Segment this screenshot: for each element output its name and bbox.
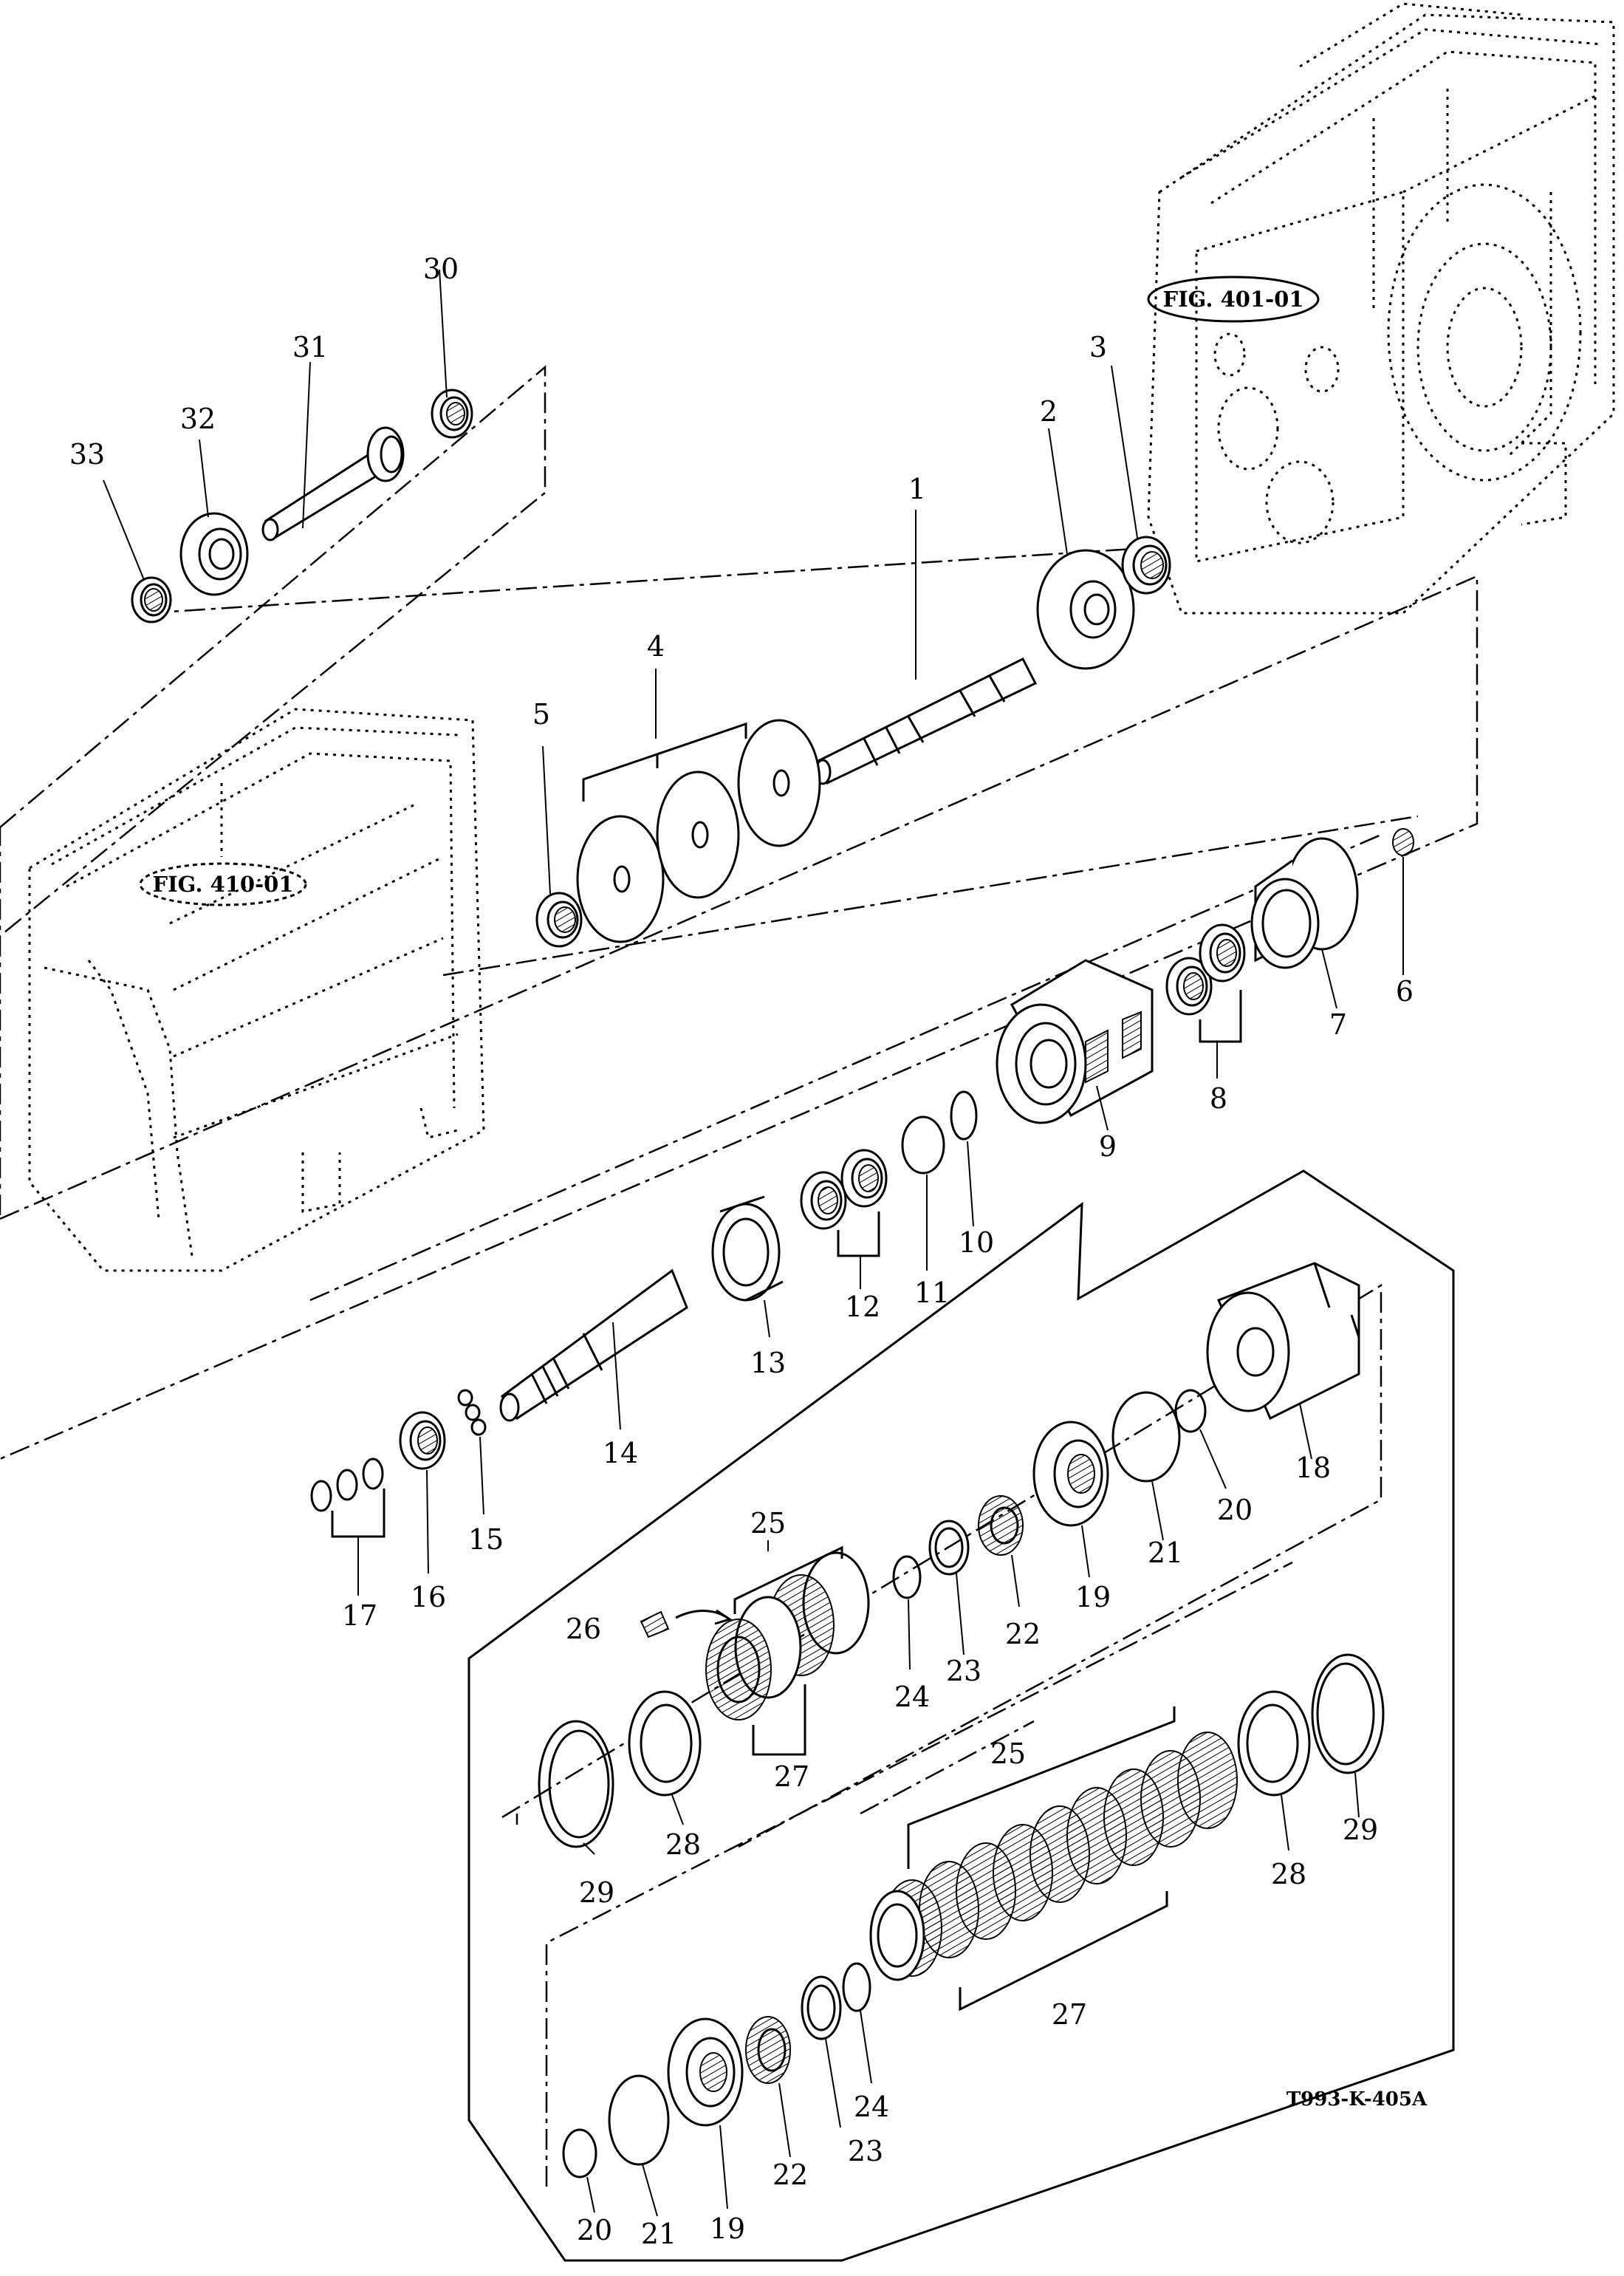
part-13-collar [711, 1195, 784, 1302]
part-30-seal [431, 389, 473, 439]
label-31: 31 [292, 331, 328, 363]
part-21-ring-lower [608, 2074, 670, 2166]
transmission-housing-upper [1147, 2, 1615, 615]
label-25a: 25 [750, 1507, 786, 1539]
part-28-plate-lower [1237, 1690, 1311, 1797]
label-23a: 23 [946, 1655, 981, 1687]
part-25-27-plates-lower [869, 1706, 1238, 2012]
label-22b: 22 [772, 2159, 808, 2191]
label-25b: 25 [990, 1737, 1026, 1770]
part-5-bearing [535, 892, 583, 948]
part-29-snap-lower [1311, 1653, 1385, 1774]
part-7-housing [1250, 837, 1359, 969]
label-6: 6 [1396, 975, 1414, 1008]
part-16-bearing [399, 1411, 446, 1470]
part-1-shaft [814, 657, 1038, 785]
label-30: 30 [423, 253, 459, 285]
part-29-snap-upper [538, 1720, 614, 1848]
part-9-clutch-drum [996, 959, 1154, 1124]
label-28b: 28 [1271, 1858, 1306, 1890]
label-20a: 20 [1217, 1494, 1253, 1526]
label-12: 12 [845, 1291, 880, 1323]
label-26: 26 [566, 1613, 601, 1645]
part-10-ring [950, 1090, 978, 1141]
ref-label-upper-housing: FIG. 401-01 [1147, 276, 1320, 323]
part-24-snap-lower [842, 1962, 871, 2012]
label-3: 3 [1089, 331, 1107, 363]
part-2-plate [1036, 549, 1135, 670]
label-14: 14 [603, 1437, 638, 1469]
part-12-bearings [800, 1149, 888, 1257]
label-21b: 21 [641, 2218, 676, 2250]
label-13: 13 [750, 1347, 786, 1379]
label-29a: 29 [579, 1876, 614, 1909]
label-22a: 22 [1005, 1618, 1041, 1650]
assembly-center-lines [0, 365, 1479, 2187]
label-11: 11 [914, 1277, 950, 1309]
part-26-plug [640, 1609, 733, 1638]
transmission-housing-lower [28, 708, 485, 1272]
part-17-orings [310, 1457, 386, 1538]
part-23-washer-lower [801, 1975, 842, 2040]
ref-label-lower-housing: FIG. 410-01 [139, 862, 307, 906]
label-4: 4 [647, 630, 665, 663]
part-number-labels: 30 31 32 33 1 2 3 4 5 6 7 8 9 10 11 12 1… [69, 253, 1414, 2250]
label-32: 32 [180, 403, 216, 435]
part-20-ring-lower [562, 2128, 597, 2178]
label-29b: 29 [1343, 1814, 1378, 1846]
part-22-collar-lower [745, 2016, 791, 2084]
part-32-flange [179, 512, 249, 596]
part-20-ring-upper [1174, 1389, 1207, 1433]
part-11-snap-ring [901, 1115, 945, 1175]
part-18-drum [1206, 1262, 1360, 1421]
label-5: 5 [532, 698, 550, 731]
label-21a: 21 [1148, 1537, 1183, 1569]
part-25-27-plates-upper [705, 1545, 870, 1756]
part-22-collar-upper [978, 1495, 1024, 1556]
label-7: 7 [1329, 1008, 1347, 1041]
part-21-ring-upper [1111, 1391, 1181, 1483]
part-4-shims [576, 719, 821, 943]
label-19b: 19 [710, 2212, 745, 2245]
part-19-piston-upper [1032, 1421, 1109, 1527]
label-28a: 28 [665, 1828, 701, 1861]
part-31-shaft [261, 426, 405, 541]
part-19-piston-lower [667, 2017, 744, 2127]
part-33-seal [131, 576, 172, 623]
part-28-plate-upper [628, 1690, 702, 1797]
label-8: 8 [1210, 1082, 1227, 1115]
label-24b: 24 [854, 2091, 889, 2123]
part-6-nut [1392, 828, 1414, 856]
part-24-snap-upper [892, 1555, 922, 1599]
label-27b: 27 [1052, 1998, 1087, 2031]
part-3-bearing [1121, 536, 1171, 595]
part-15-pins [457, 1389, 487, 1436]
leader-lines [103, 269, 1404, 2217]
label-9: 9 [1099, 1130, 1117, 1163]
label-2: 2 [1040, 395, 1058, 428]
label-33: 33 [69, 438, 105, 471]
figure-code: T993-K-405A [1286, 2088, 1428, 2111]
label-10: 10 [959, 1226, 994, 1259]
label-19a: 19 [1075, 1581, 1111, 1613]
ref-text-lower: FIG. 410-01 [152, 872, 293, 897]
label-15: 15 [468, 1523, 504, 1556]
label-20b: 20 [577, 2214, 612, 2246]
label-16: 16 [411, 1581, 446, 1613]
label-23b: 23 [848, 2135, 883, 2167]
label-27a: 27 [774, 1760, 809, 1793]
label-1: 1 [908, 473, 926, 505]
ref-text-upper: FIG. 401-01 [1162, 287, 1303, 312]
label-18: 18 [1295, 1452, 1331, 1484]
label-17: 17 [342, 1599, 377, 1632]
part-14-shaft [499, 1268, 688, 1422]
detail-callout-frame [467, 1169, 1455, 2262]
part-8-bearings [1165, 923, 1246, 1043]
part-23-washer-upper [928, 1520, 970, 1576]
label-24a: 24 [894, 1681, 930, 1713]
